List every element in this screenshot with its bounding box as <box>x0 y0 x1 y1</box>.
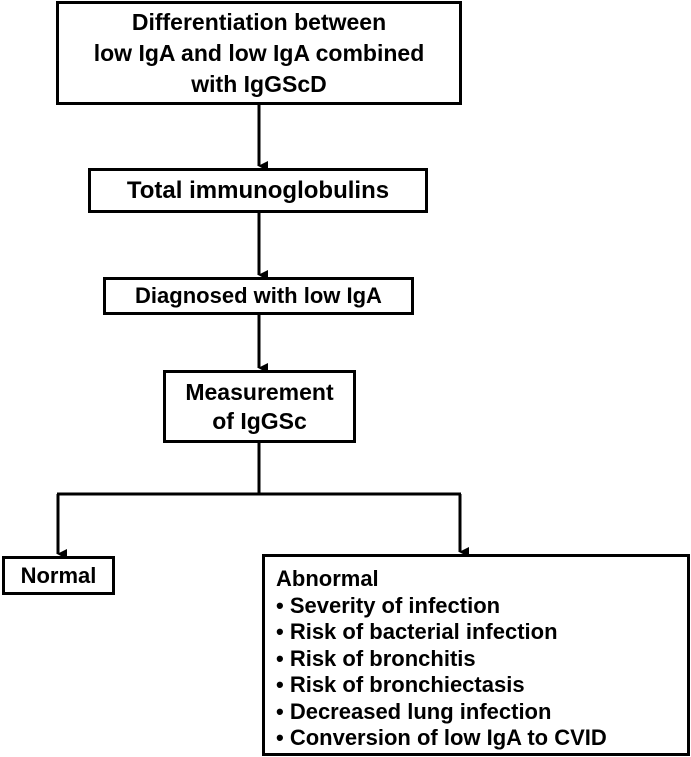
total-immunoglobulins-box: Total immunoglobulins <box>88 168 428 213</box>
measurement-line-1: Measurement <box>185 378 334 405</box>
differentiation-box: Differentiation between low IgA and low … <box>56 1 462 105</box>
diagnosed-low-iga-label: Diagnosed with low IgA <box>135 283 382 308</box>
differentiation-line-1: Differentiation between <box>131 8 387 35</box>
abnormal-item: • Severity of infection <box>276 592 501 618</box>
abnormal-item: • Decreased lung infection <box>276 698 552 724</box>
measurement-box: Measurement of IgGSc <box>163 370 356 443</box>
measurement-line-2: of IgGSc <box>212 407 307 434</box>
abnormal-title: Abnormal <box>276 566 379 591</box>
abnormal-item: • Conversion of low IgA to CVID <box>276 725 607 750</box>
normal-label: Normal <box>20 562 97 588</box>
abnormal-item: • Risk of bronchitis <box>276 645 476 671</box>
abnormal-box: Abnormal • Severity of infection • Risk … <box>262 554 690 756</box>
abnormal-item: • Risk of bronchiectasis <box>276 672 525 697</box>
abnormal-item: • Risk of bacterial infection <box>276 619 558 644</box>
normal-box: Normal <box>2 556 115 595</box>
differentiation-line-3: with IgGScD <box>191 70 327 97</box>
diagnosed-low-iga-box: Diagnosed with low IgA <box>103 277 414 315</box>
total-immunoglobulins-label: Total immunoglobulins <box>126 176 390 204</box>
differentiation-line-2: low IgA and low IgA combined <box>93 39 425 66</box>
